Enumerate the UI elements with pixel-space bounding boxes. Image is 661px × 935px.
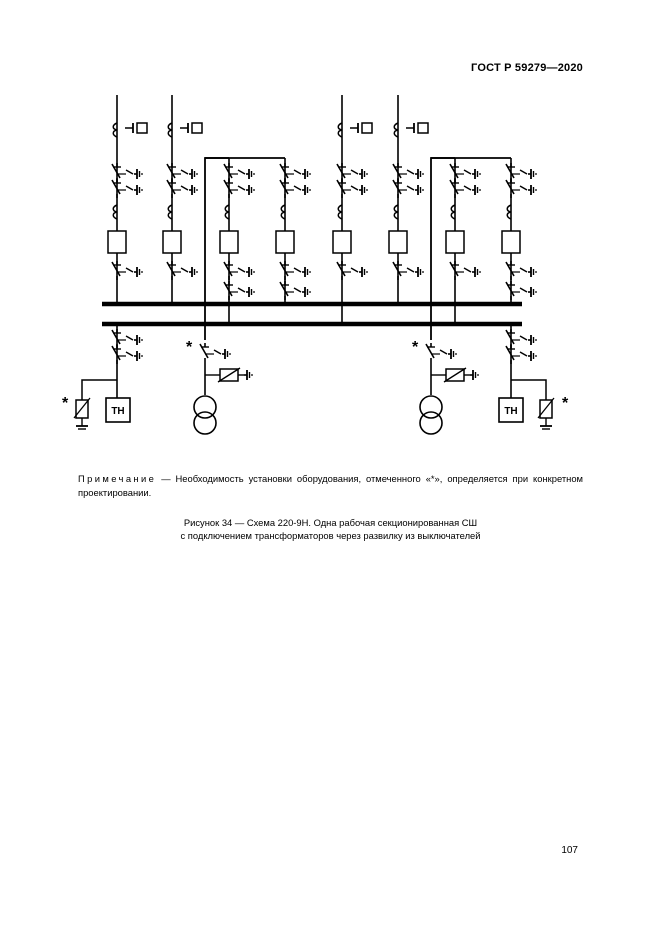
transformer-fork-right (419, 157, 511, 435)
transformer-fork-left (193, 157, 285, 435)
bay-3 (219, 158, 254, 324)
standard-designation: ГОСТ Р 59279—2020 (471, 62, 583, 74)
optional-marker: * (62, 395, 69, 412)
bay-8 (501, 158, 536, 304)
bay-2 (162, 95, 203, 304)
bay-1 (107, 95, 148, 304)
vt-label-left: ТН (111, 406, 124, 417)
bay-7 (445, 158, 480, 324)
optional-marker: * (562, 395, 569, 412)
page-number: 107 (561, 845, 578, 856)
single-line-diagram: ТН * ТН * * * (62, 95, 569, 435)
note-label: Примечание (78, 473, 157, 484)
bay-6 (388, 95, 429, 304)
bay-4 (275, 158, 310, 304)
caption-line-1: Рисунок 34 — Схема 220-9Н. Одна рабочая … (183, 517, 478, 528)
optional-marker: * (186, 339, 193, 356)
bay-5 (332, 95, 373, 324)
note: Примечание — Необходимость установки обо… (78, 472, 583, 500)
vt-left: ТН * (62, 324, 142, 430)
figure-caption: Рисунок 34 — Схема 220-9Н. Одна рабочая … (60, 516, 601, 542)
vt-right: ТН * (498, 324, 569, 430)
vt-label-right: ТН (504, 406, 517, 417)
optional-marker: * (412, 339, 419, 356)
caption-line-2: с подключением трансформаторов через раз… (180, 530, 481, 541)
note-text: — Необходимость установки оборудования, … (78, 473, 583, 498)
feeder-bays (107, 95, 536, 324)
